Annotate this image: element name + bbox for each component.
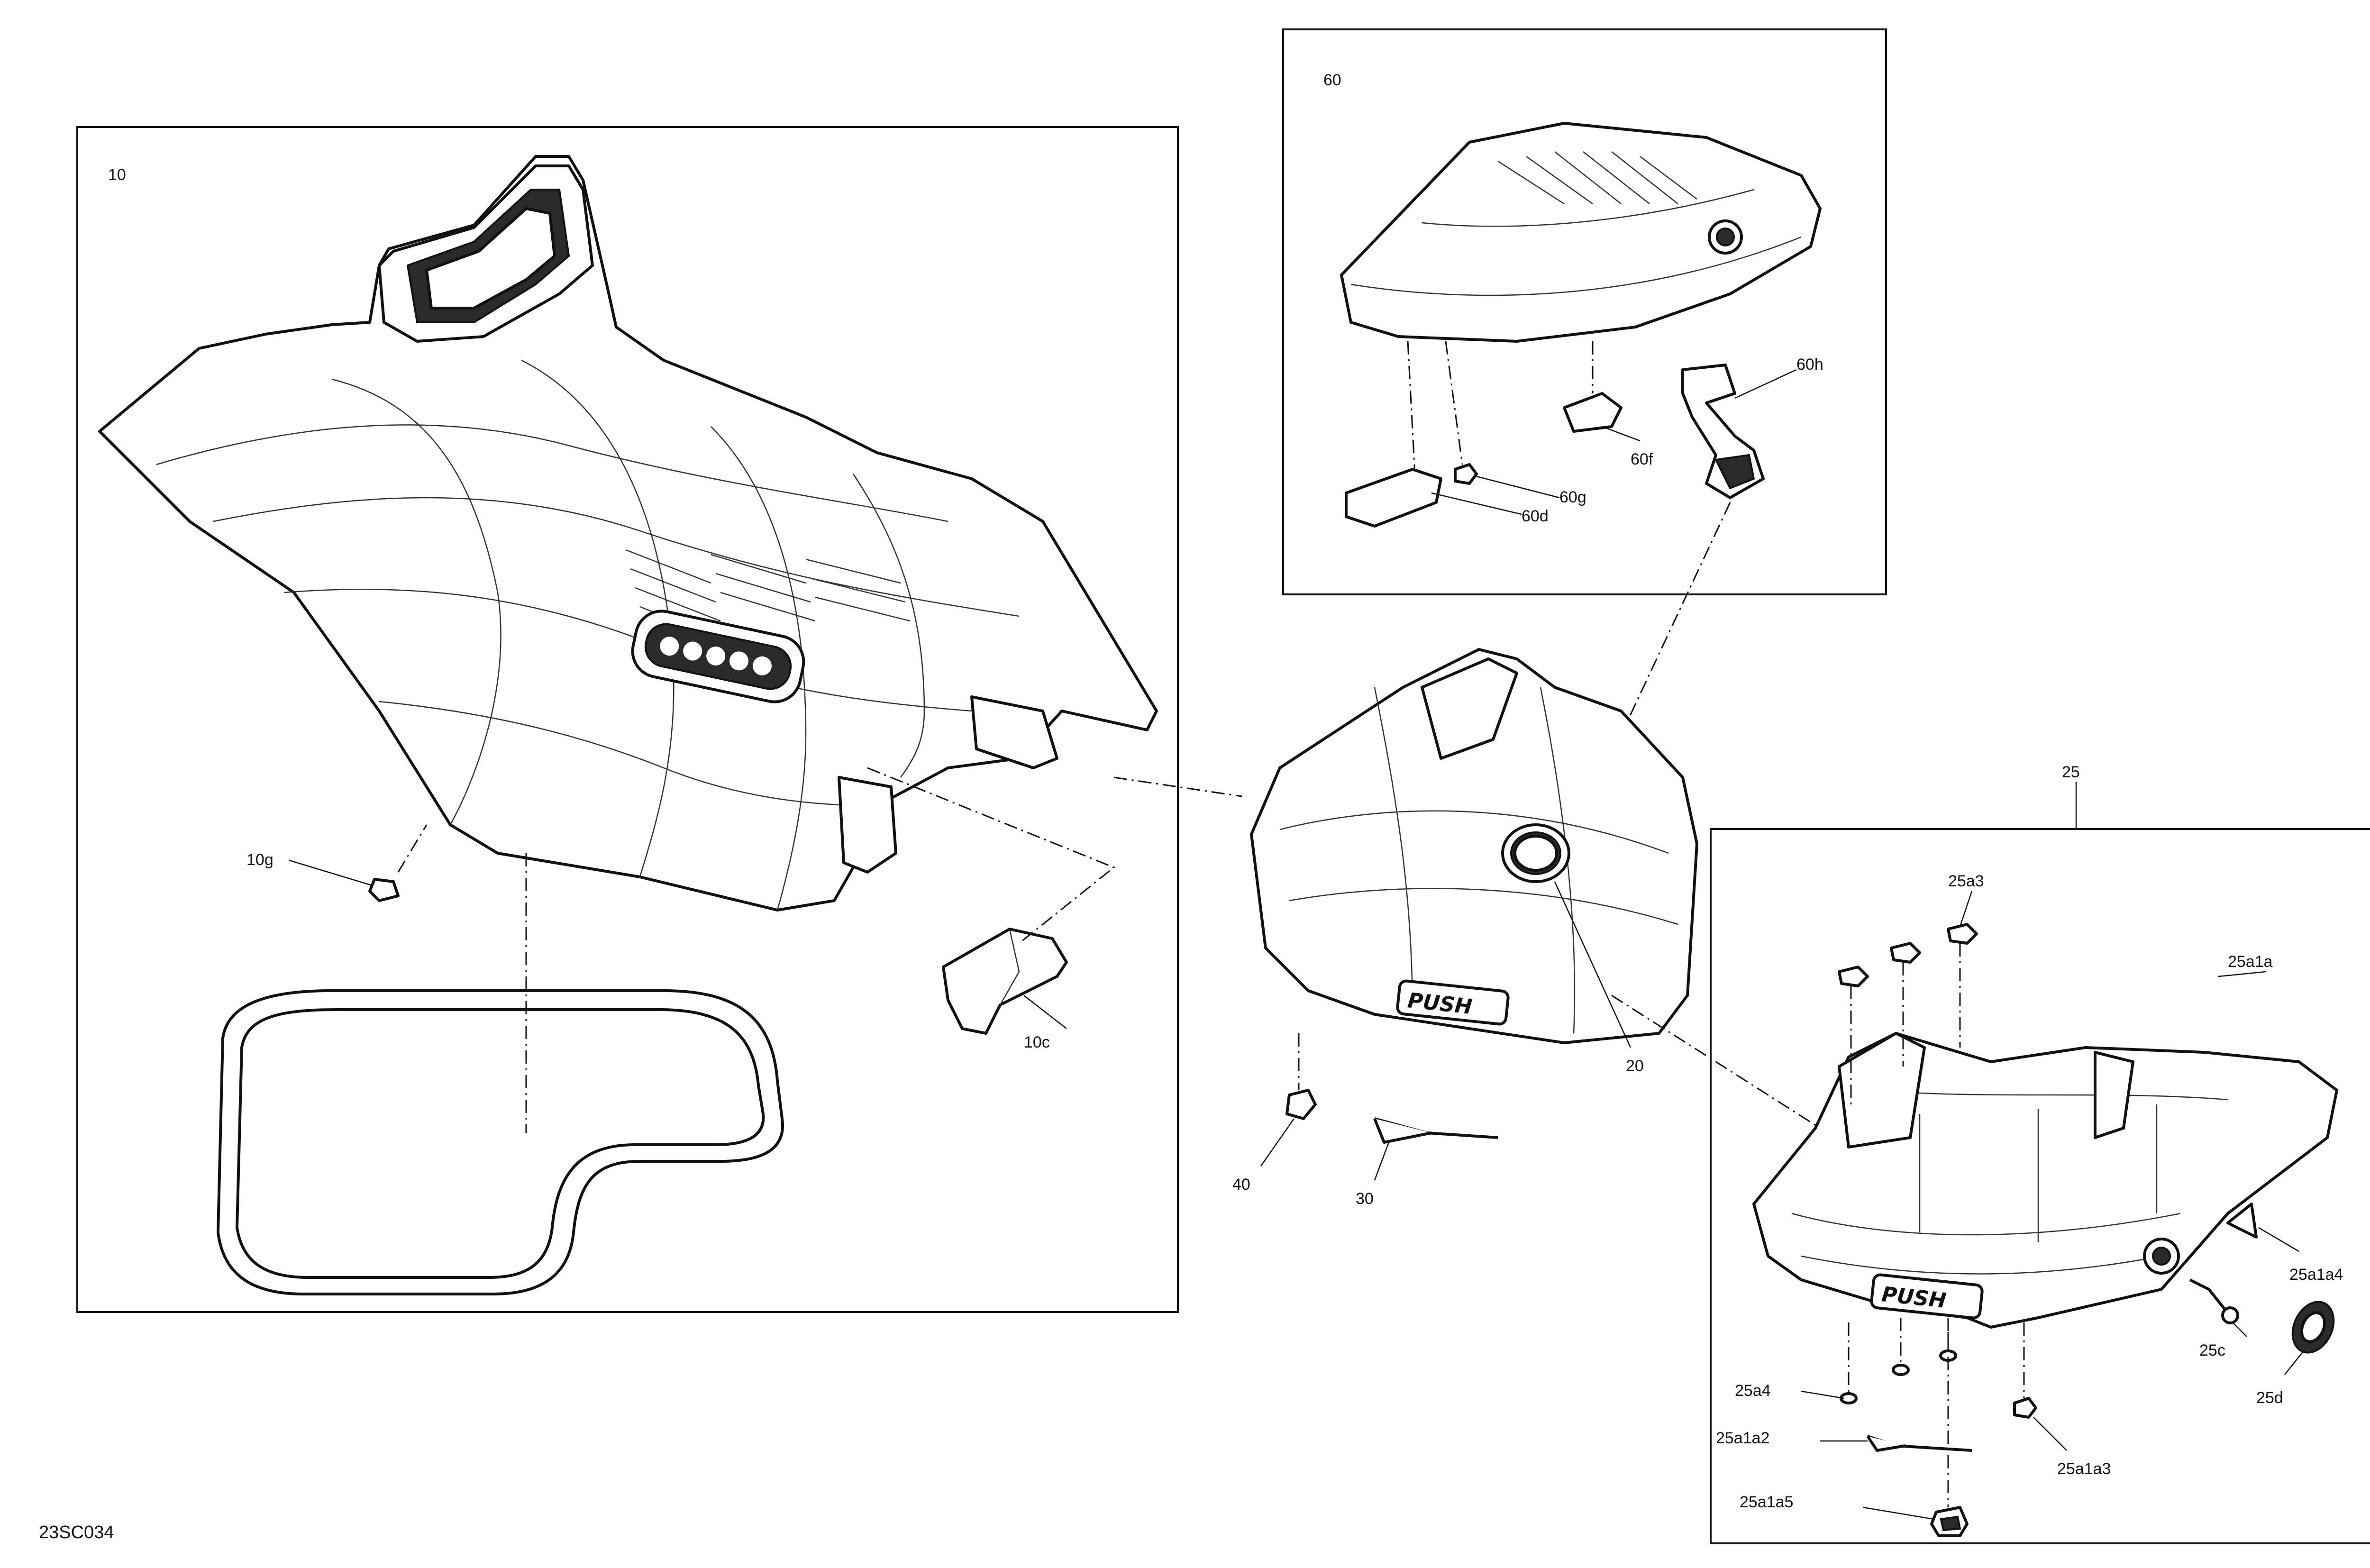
part-40-nut	[1285, 1089, 1317, 1120]
part-25a3-grommets	[1838, 923, 1978, 987]
callout-10c: 10c	[1024, 1033, 1050, 1051]
callout-25a1a4: 25a1a4	[2289, 1266, 2343, 1284]
group-25-frame	[1710, 828, 2370, 1544]
part-25a4-washers	[1840, 1349, 1957, 1404]
part-25a1a3-nut	[2013, 1397, 2037, 1419]
part-25d-cap	[2291, 1301, 2335, 1354]
group-10-frame	[76, 126, 1179, 1313]
drawing-code: 23SC034	[39, 1522, 114, 1542]
part-25a1a5-plug	[1930, 1506, 1969, 1537]
group-60-frame	[1282, 28, 1887, 595]
part-60d-bracket	[1345, 468, 1442, 528]
callout-60g: 60g	[1559, 488, 1586, 506]
group-60-label: 60	[1323, 71, 1341, 89]
part-10c-latch	[942, 928, 1068, 1035]
callout-25c: 25c	[2199, 1341, 2225, 1359]
part-60g-nut	[1454, 463, 1478, 485]
callout-25a4: 25a4	[1735, 1382, 1771, 1400]
callout-60h: 60h	[1796, 356, 1823, 374]
seat-seal-ring	[217, 989, 784, 1295]
group-25-label: 25	[2062, 763, 2080, 781]
part-25a1a2-cable	[1866, 1435, 1972, 1452]
part-60h-latch	[1681, 364, 1765, 499]
part-25a1a4-clip	[2226, 1203, 2258, 1239]
storage-bin-25: PUSH	[1752, 1032, 2338, 1329]
seat-base-20: PUSH	[1250, 648, 1698, 1044]
callout-25d: 25d	[2256, 1389, 2283, 1407]
part-30-cable	[1373, 1117, 1498, 1144]
callout-60d: 60d	[1522, 507, 1549, 525]
callout-25a3: 25a3	[1948, 872, 1984, 890]
callout-20: 20	[1626, 1057, 1644, 1075]
part-60f-clip	[1563, 392, 1623, 433]
part-25c-bolt	[2189, 1278, 2239, 1324]
callout-25a1a5: 25a1a5	[1740, 1493, 1793, 1511]
callout-25a1a: 25a1a	[2228, 953, 2273, 971]
callout-60f: 60f	[1631, 450, 1653, 468]
callout-10g: 10g	[246, 851, 273, 869]
part-10g-stud	[368, 878, 400, 902]
callout-30: 30	[1356, 1190, 1374, 1208]
group-10-label: 10	[108, 166, 126, 184]
seat-assembly-10	[98, 155, 1158, 912]
callout-25a1a3: 25a1a3	[2057, 1460, 2111, 1478]
pillion-seat-60	[1340, 122, 1822, 343]
callout-40: 40	[1232, 1176, 1250, 1194]
callout-25a1a2: 25a1a2	[1716, 1429, 1769, 1447]
